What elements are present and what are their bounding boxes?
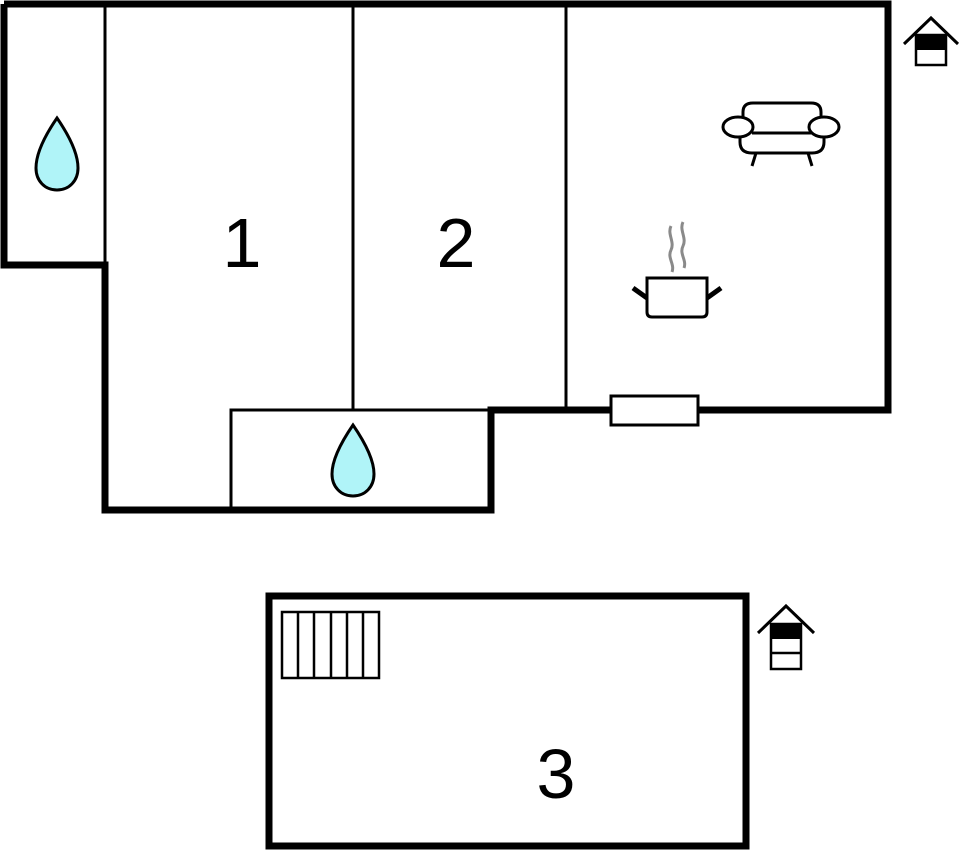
staircase-icon — [280, 610, 381, 680]
upper-floor-interior-walls — [103, 4, 568, 510]
room-label-3: 3 — [537, 735, 576, 813]
sofa-icon — [721, 101, 841, 167]
water-drop-icon — [330, 422, 376, 498]
room-label-2: 2 — [437, 204, 476, 282]
window — [609, 394, 700, 427]
room-label-1: 1 — [223, 204, 262, 282]
lower-floor-outer-walls — [265, 592, 750, 850]
water-drop-icon — [34, 115, 80, 192]
cooking-pot-icon — [631, 221, 723, 319]
floor-level-upper-icon — [902, 15, 960, 67]
floor-level-lower-icon — [756, 603, 816, 671]
